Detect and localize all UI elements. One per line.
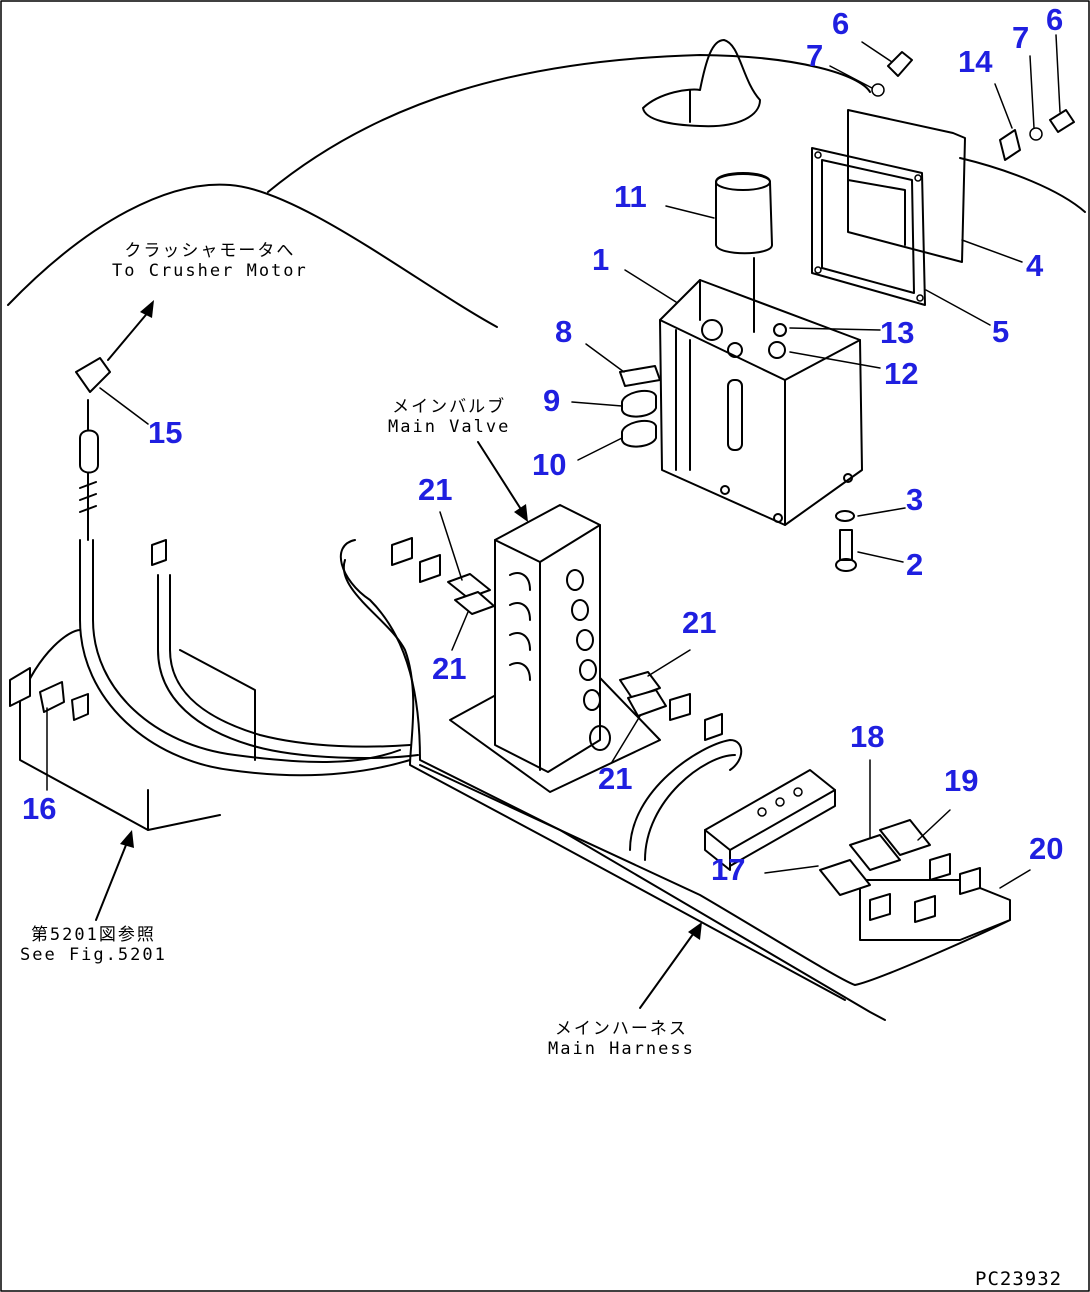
part-label-2: 2 bbox=[906, 547, 924, 582]
part-label-15: 15 bbox=[148, 415, 183, 450]
note-main-valve-jp: メインバルブ bbox=[392, 397, 507, 417]
note-see-fig: 第5201図参照 See Fig.5201 bbox=[20, 925, 167, 965]
part-label-5: 5 bbox=[992, 314, 1010, 349]
connectors-21 bbox=[391, 537, 723, 741]
note-main-harness: メインハーネス Main Harness bbox=[548, 1019, 695, 1059]
note-crusher-motor-en: To Crusher Motor bbox=[112, 260, 308, 281]
machine-body-outline bbox=[7, 39, 1086, 328]
control-box bbox=[659, 279, 863, 526]
part-label-4: 4 bbox=[1026, 248, 1044, 283]
part-label-13: 13 bbox=[880, 315, 915, 350]
part-label-8: 8 bbox=[555, 314, 573, 349]
beacon-lamp bbox=[715, 172, 773, 333]
leader-lines bbox=[46, 34, 1061, 1009]
note-to-crusher-motor: クラッシャモータへ To Crusher Motor bbox=[112, 241, 308, 281]
left-harness bbox=[9, 357, 419, 831]
note-crusher-motor-jp: クラッシャモータへ bbox=[124, 241, 296, 261]
cover-plates bbox=[811, 109, 966, 306]
part-label-12: 12 bbox=[884, 356, 919, 391]
part-label-18: 18 bbox=[850, 719, 885, 754]
part-label-19: 19 bbox=[944, 763, 979, 798]
part-label-21d: 21 bbox=[598, 761, 633, 796]
relay-block bbox=[704, 769, 1011, 941]
part-label-6: 6 bbox=[832, 6, 850, 41]
part-label-21c: 21 bbox=[682, 605, 717, 640]
part-label-21a: 21 bbox=[418, 472, 453, 507]
part-label-11: 11 bbox=[614, 179, 647, 214]
main-harness-loops bbox=[339, 539, 1011, 1021]
part-label-1: 1 bbox=[592, 242, 610, 277]
part-label-3: 3 bbox=[906, 482, 924, 517]
note-main-valve-en: Main Valve bbox=[388, 416, 511, 437]
drawing-code: PC23932 bbox=[975, 1268, 1063, 1290]
part-label-20: 20 bbox=[1029, 831, 1064, 866]
note-see-fig-jp: 第5201図参照 bbox=[30, 925, 156, 945]
part-label-17: 17 bbox=[711, 852, 746, 887]
note-main-harness-jp: メインハーネス bbox=[554, 1019, 688, 1039]
note-see-fig-en: See Fig.5201 bbox=[20, 944, 167, 965]
part-label-10: 10 bbox=[532, 447, 567, 482]
part-label-7b: 7 bbox=[1012, 20, 1030, 55]
fasteners-top bbox=[871, 51, 1075, 161]
part-label-9: 9 bbox=[543, 383, 561, 418]
note-main-valve: メインバルブ Main Valve bbox=[388, 397, 511, 437]
part-label-6b: 6 bbox=[1046, 2, 1064, 37]
main-valve bbox=[449, 504, 661, 793]
part-label-14: 14 bbox=[958, 44, 993, 79]
part-label-7: 7 bbox=[806, 38, 824, 73]
part-label-21b: 21 bbox=[432, 651, 467, 686]
note-main-harness-en: Main Harness bbox=[548, 1038, 695, 1059]
part-label-16: 16 bbox=[22, 791, 57, 826]
switches-and-screws bbox=[619, 365, 857, 572]
